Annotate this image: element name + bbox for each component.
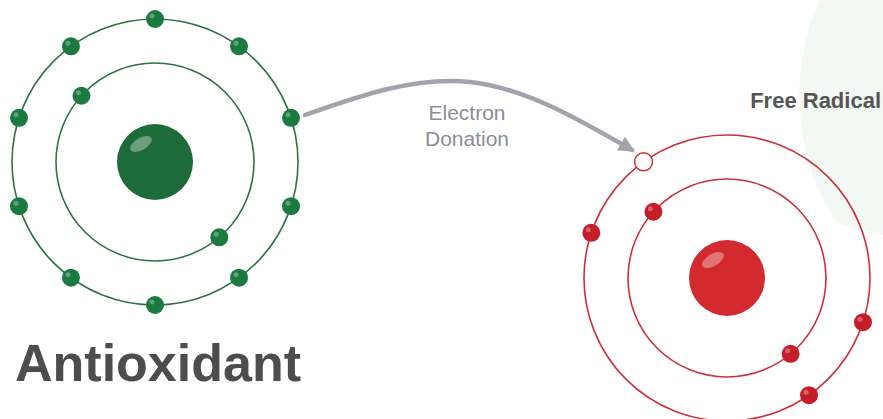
electron-highlight [13, 112, 18, 117]
electron-orbit [56, 63, 254, 261]
nucleus-highlight [700, 249, 727, 271]
electron [210, 228, 228, 246]
electron-highlight [150, 300, 155, 305]
electron [10, 197, 28, 215]
atom-outline [5, 12, 305, 312]
electron-highlight [65, 41, 70, 46]
electron-highlight [234, 272, 239, 277]
electron-orbit [584, 135, 870, 419]
electron-highlight [76, 90, 81, 95]
electron-highlight [150, 14, 155, 19]
electron [644, 203, 662, 221]
atom-label: Antioxidant [15, 334, 301, 394]
electron-highlight [785, 348, 790, 353]
nucleus-highlight [128, 133, 155, 155]
electron-highlight [804, 390, 809, 395]
electron [800, 386, 818, 404]
electron-highlight [214, 232, 219, 237]
electron-highlight [286, 201, 291, 206]
electron-highlight [234, 41, 239, 46]
electron [10, 109, 28, 127]
electron [230, 37, 248, 55]
electron [782, 345, 800, 363]
electron-highlight [65, 272, 70, 277]
antioxidant-atom: Antioxidant [5, 12, 305, 396]
electron [146, 296, 164, 314]
electron-orbit [12, 19, 298, 305]
electron-highlight [648, 206, 653, 211]
watermark-shape [800, 0, 883, 235]
electron [146, 10, 164, 28]
nucleus [117, 124, 193, 200]
electron [62, 269, 80, 287]
free-radical-atom: Free Radical [577, 88, 881, 419]
missing-electron [635, 153, 653, 171]
electron [854, 313, 872, 331]
electron-orbit [628, 179, 826, 377]
electron [282, 197, 300, 215]
electron [282, 109, 300, 127]
atom-outline [577, 128, 877, 419]
electron [62, 37, 80, 55]
electron [230, 269, 248, 287]
electron [72, 87, 90, 105]
nucleus [689, 240, 765, 316]
electron-highlight [586, 227, 591, 232]
edge-label: Electron Donation [405, 100, 529, 153]
electron [582, 224, 600, 242]
atom-heading: Free Radical [750, 88, 881, 113]
electron-highlight [13, 201, 18, 206]
electron-highlight [858, 317, 863, 322]
electron-highlight [286, 112, 291, 117]
